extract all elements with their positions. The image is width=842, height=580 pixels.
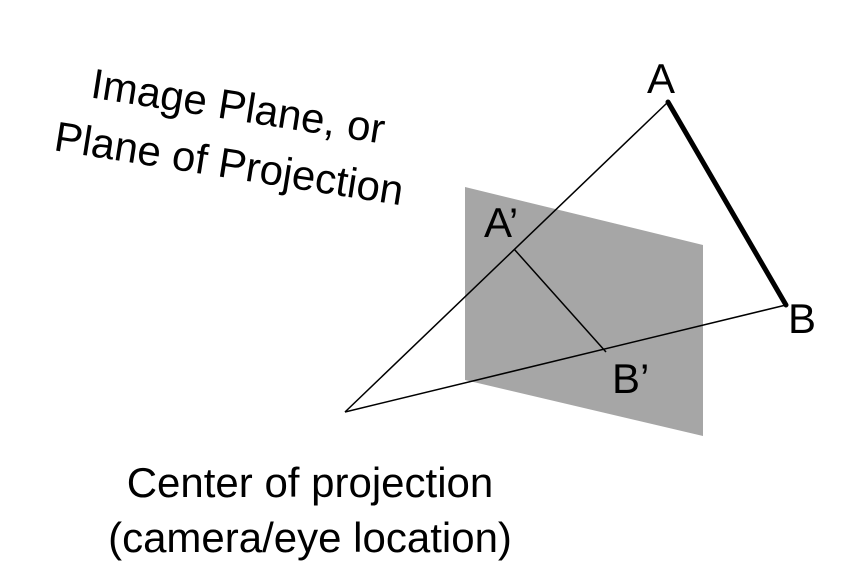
center-label-line2: (camera/eye location) — [108, 514, 512, 561]
point-a-prime-label: A’ — [484, 199, 518, 246]
ray-center-to-a — [344, 101, 669, 413]
point-b-label: B — [788, 295, 816, 342]
image-plane — [465, 187, 703, 436]
point-a-label: A — [647, 55, 675, 102]
plane-label: Image Plane, or Plane of Projection — [51, 60, 407, 214]
segment-a-prime-b-prime — [513, 248, 607, 353]
center-label-line1: Center of projection — [127, 459, 494, 506]
segment-a-b — [665, 99, 789, 308]
ray-center-to-b — [344, 304, 787, 413]
point-b-prime-label: B’ — [612, 355, 649, 402]
